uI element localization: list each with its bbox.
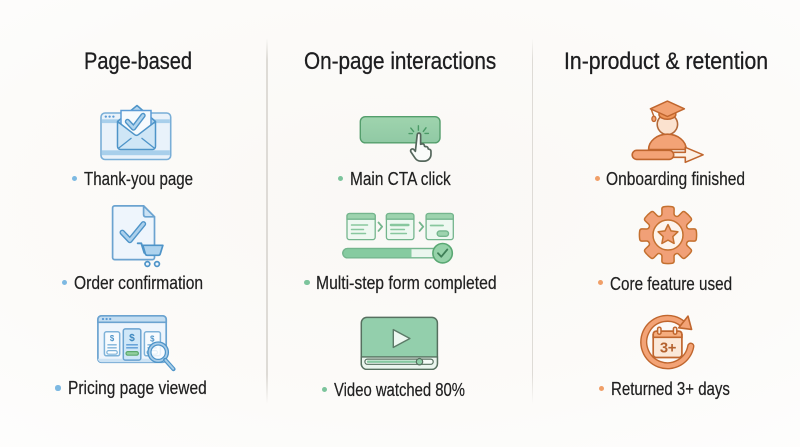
svg-text:$: $ <box>110 334 115 343</box>
svg-text:$: $ <box>129 333 135 344</box>
svg-text:3+: 3+ <box>660 341 677 357</box>
svg-text:$: $ <box>150 335 155 344</box>
